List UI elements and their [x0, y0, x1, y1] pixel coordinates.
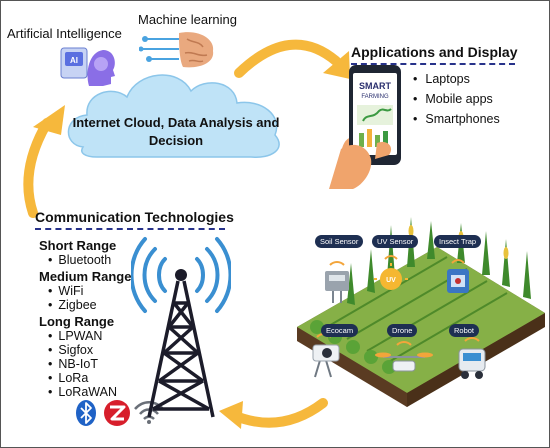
applications-item: Laptops — [413, 69, 500, 89]
cell-tower-icon — [131, 237, 231, 418]
applications-item: Smartphones — [413, 109, 499, 129]
farm-device-label: Robot — [449, 324, 480, 337]
long-range-item: NB-IoT — [48, 357, 98, 371]
insect-trap-device — [447, 259, 469, 293]
long-range-item: LPWAN — [48, 329, 102, 343]
arrow-farm-to-communication — [219, 398, 328, 429]
applications-title: Applications and Display — [351, 44, 518, 60]
long-range-item: Sigfox — [48, 343, 93, 357]
communication-title-underline — [35, 228, 225, 230]
soil-sensor-device — [325, 261, 349, 303]
farm-field-illustration: UV — [297, 217, 545, 407]
svg-text:AI: AI — [70, 56, 78, 65]
arrow-communication-to-cloud — [23, 105, 65, 218]
robot-device — [458, 337, 486, 379]
communication-title: Communication Technologies — [35, 209, 234, 225]
bluetooth-icon — [76, 400, 96, 426]
phone-screen-line2: FARMING — [361, 94, 389, 100]
applications-title-underline — [351, 63, 515, 65]
brain-circuit-icon — [139, 32, 214, 68]
ai-head-icon: AI — [60, 47, 115, 86]
ai-label: Artificial Intelligence — [7, 26, 122, 41]
cloud-title: Internet Cloud, Data Analysis and Decisi… — [72, 115, 280, 148]
short-range-item: Bluetooth — [48, 253, 111, 267]
short-range-heading: Short Range — [39, 238, 117, 253]
farm-device-label: Soil Sensor — [315, 235, 364, 248]
uv-sensor-device: UV — [374, 255, 408, 290]
drone-device — [375, 341, 433, 372]
long-range-item: LoRa — [48, 371, 88, 385]
ml-label: Machine learning — [138, 12, 238, 27]
signal-waves — [131, 237, 231, 313]
uv-badge: UV — [386, 277, 396, 284]
long-range-item: LoRaWAN — [48, 385, 117, 399]
applications-list: Laptops Mobile apps Smartphones — [413, 69, 500, 129]
phone-screen-line1: SMART — [359, 81, 391, 91]
medium-range-item: Zigbee — [48, 298, 96, 312]
arrow-cloud-to-applications — [234, 39, 350, 79]
cloud-shape — [67, 74, 280, 158]
smartphone-hand-icon: SMART FARMING — [329, 65, 401, 189]
medium-range-heading: Medium Range — [39, 269, 132, 284]
zigbee-icon — [104, 400, 130, 426]
farm-device-label: Drone — [387, 324, 418, 337]
farm-device-label: Ecocam — [321, 324, 359, 337]
farm-device-label: UV Sensor — [372, 235, 419, 248]
long-range-heading: Long Range — [39, 314, 115, 329]
medium-range-item: WiFi — [48, 284, 83, 298]
applications-item: Mobile apps — [413, 89, 500, 109]
farm-device-label: Insect Trap — [434, 235, 482, 248]
